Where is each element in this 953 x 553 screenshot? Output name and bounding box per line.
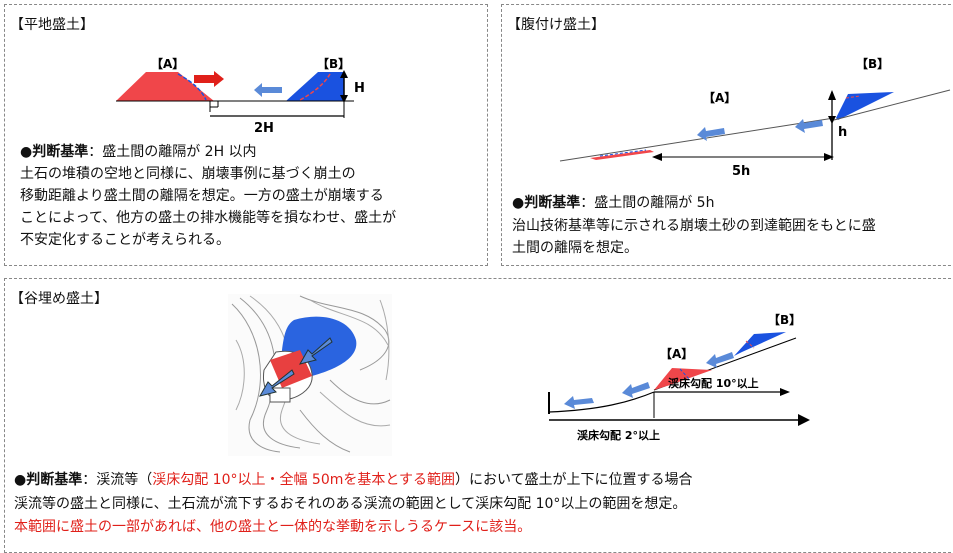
slope-arrow-2-icon	[795, 119, 823, 133]
slope-title: 【腹付け盛土】	[507, 17, 605, 33]
valley-arrow-2-icon	[622, 382, 650, 398]
valley-label-a: 【A】	[660, 346, 693, 361]
flat-title: 【平地盛土】	[10, 17, 94, 33]
slope-criteria-body: ：盛土間の離隔が 5h	[580, 195, 715, 211]
valley-criteria-body-2: ）において盛土が上下に位置する場合	[454, 472, 693, 488]
valley-label-10deg: 渓床勾配 10°以上	[668, 376, 759, 390]
flat-criteria-body: ：盛土間の離隔が 2H 以内	[88, 144, 257, 160]
slope-criteria: ●判断基準：盛土間の離隔が 5h	[512, 193, 714, 214]
valley-arrow-1-icon	[706, 352, 734, 368]
valley-line-3: 本範囲に盛土の一部があれば、他の盛土と一体的な挙動を示しうるケースに該当。	[14, 519, 532, 535]
slope-panel	[501, 4, 953, 266]
embankment-a	[116, 72, 214, 101]
slope-embankment-b	[836, 92, 894, 120]
valley-embankment-a	[654, 368, 712, 390]
valley-line-2: 渓流等の盛土と同様に、土石流が流下するおそれのある渓流の範囲として渓床勾配 10…	[14, 496, 687, 512]
flat-label-h: H	[354, 81, 365, 96]
map-arrow-2-icon	[258, 369, 295, 397]
flat-label-2h: 2H	[254, 121, 274, 136]
valley-criteria-body-1: ：渓流等（	[82, 472, 153, 488]
flat-line-2: 移動距離より盛土間の離隔を想定。一方の盛土が崩壊する	[20, 188, 384, 204]
slope-label-b: 【B】	[856, 56, 889, 71]
valley-criteria: ●判断基準：渓流等（渓床勾配 10°以上・全幅 50mを基本とする範囲）において…	[14, 470, 693, 491]
valley-embankment-b	[734, 332, 786, 356]
valley-title: 【谷埋め盛土】	[10, 291, 108, 307]
arrow-right-icon	[194, 71, 224, 87]
valley-criteria-red: 渓床勾配 10°以上・全幅 50mを基本とする範囲	[152, 472, 455, 488]
flat-label-b: 【B】	[317, 56, 350, 71]
slope-line-1: 治山技術基準等に示される崩壊土砂の到達範囲をもとに盛	[512, 218, 876, 234]
arrow-left-icon	[254, 83, 282, 97]
slope-line-2: 土間の離隔を想定。	[512, 240, 638, 256]
flat-criteria: ●判断基準：盛土間の離隔が 2H 以内	[20, 142, 257, 163]
embankment-b	[286, 72, 344, 101]
slope-label-5h: 5h	[732, 164, 750, 179]
flat-label-a: 【A】	[151, 56, 184, 71]
valley-bed	[548, 391, 655, 413]
slip-line-a	[177, 73, 207, 101]
valley-label-2deg: 渓床勾配 2°以上	[577, 428, 660, 442]
flat-line-3: ことによって、他方の盛土の排水機能等を損なわせ、盛土が	[20, 210, 397, 226]
map-arrow-1-icon	[298, 337, 333, 365]
valley-criteria-head: ●判断基準	[14, 472, 83, 488]
slip-line-b	[299, 73, 331, 101]
slope-ground	[559, 117, 835, 162]
valley-arrow-3-icon	[564, 396, 594, 409]
flat-line-1: 土石の堆積の空地と同様に、崩壊事例に基づく崩土の	[20, 166, 356, 182]
slope-embankment-a	[590, 150, 654, 160]
flat-criteria-head: ●判断基準	[20, 144, 89, 160]
slope-label-a: 【A】	[703, 90, 736, 105]
flat-line-4: 不安定化することが考えられる。	[20, 232, 230, 248]
slope-arrow-1-icon	[697, 127, 725, 141]
slope-label-h: h	[838, 125, 847, 140]
slope-criteria-head: ●判断基準	[512, 195, 581, 211]
valley-map	[228, 294, 392, 456]
flat-panel	[4, 4, 488, 266]
valley-label-b: 【B】	[768, 312, 801, 327]
